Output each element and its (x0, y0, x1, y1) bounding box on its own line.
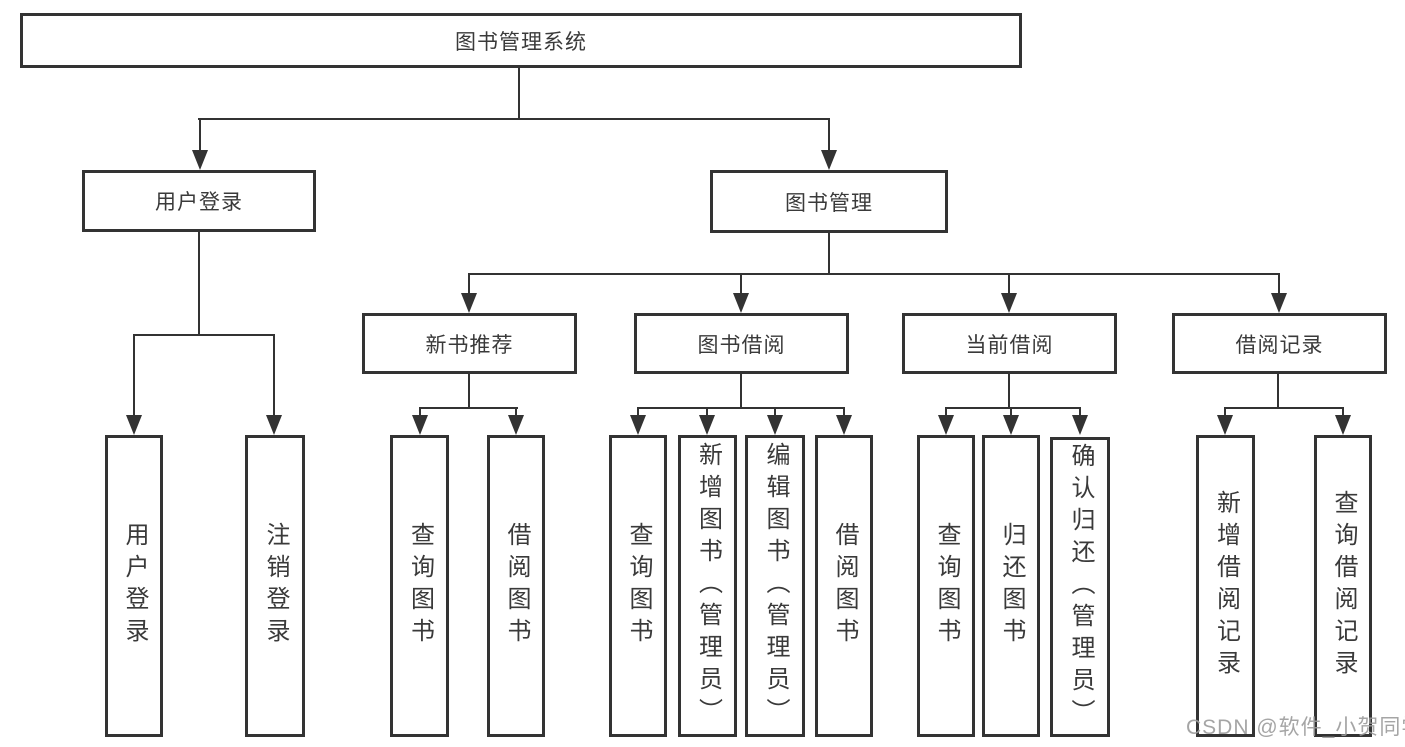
leaf-borrow-book-recommend: 借阅图书 (487, 435, 545, 737)
leaf-search-book-current: 查询图书 (917, 435, 975, 737)
connector-shaft (828, 118, 830, 154)
connector-stem (740, 374, 742, 409)
leaf-add-borrow-record: 新增借阅记录 (1196, 435, 1255, 737)
connector-stem (1008, 374, 1010, 409)
leaf-search-book-recommend: 查询图书 (390, 435, 449, 737)
connector-stem (828, 233, 830, 275)
connector-hline (945, 407, 1081, 409)
arrow-down-icon (821, 150, 837, 170)
leaf-label: 查询图书 (406, 522, 434, 650)
connector-shaft (1079, 407, 1081, 419)
arrow-down-icon (1271, 293, 1287, 313)
leaf-edit-book-admin: 编辑图书（管理员） (745, 435, 805, 737)
connector-hline (198, 118, 830, 120)
leaf-label: 查询图书 (933, 522, 960, 650)
leaf-label: 借阅图书 (831, 522, 858, 650)
connector-shaft (133, 334, 135, 418)
arrow-down-icon (767, 415, 783, 435)
node-label: 当前借阅 (965, 333, 1054, 357)
connector-shaft (1278, 273, 1280, 297)
node-current-borrowing: 当前借阅 (902, 313, 1117, 374)
connector-hline (469, 273, 1280, 275)
connector-shaft (1008, 273, 1010, 297)
arrow-down-icon (1217, 415, 1233, 435)
leaf-confirm-return-admin: 确认归还（管理员） (1050, 437, 1110, 737)
arrow-down-icon (1003, 415, 1019, 435)
connector-shaft (468, 273, 470, 297)
arrow-down-icon (266, 415, 282, 435)
node-label: 图书管理 (785, 191, 873, 215)
node-label: 图书管理系统 (455, 30, 587, 54)
leaf-label: 查询借阅记录 (1330, 490, 1357, 682)
connector-stem (518, 68, 520, 120)
arrow-down-icon (1001, 293, 1017, 313)
connector-hline (133, 334, 275, 336)
arrow-down-icon (938, 415, 954, 435)
connector-shaft (637, 407, 639, 419)
node-label: 新书推荐 (425, 333, 514, 357)
arrow-down-icon (508, 415, 524, 435)
connector-stem (468, 374, 470, 409)
connector-hline (1224, 407, 1344, 409)
node-borrow-records: 借阅记录 (1172, 313, 1387, 374)
connector-shaft (1010, 407, 1012, 419)
leaf-label: 新增图书（管理员） (694, 442, 722, 730)
leaf-borrow-book: 借阅图书 (815, 435, 873, 737)
leaf-label: 确认归还（管理员） (1067, 443, 1094, 731)
connector-shaft (706, 407, 708, 419)
connector-shaft (1224, 407, 1226, 419)
leaf-search-book-borrowing: 查询图书 (609, 435, 667, 737)
connector-shaft (199, 118, 201, 154)
node-user-login: 用户登录 (82, 170, 316, 232)
leaf-label: 借阅图书 (503, 522, 530, 650)
connector-shaft (843, 407, 845, 419)
arrow-down-icon (1335, 415, 1351, 435)
arrow-down-icon (1072, 415, 1088, 435)
csdn-watermark: CSDN @软件_小贺同学 (1186, 716, 1405, 739)
connector-shaft (1342, 407, 1344, 419)
arrow-down-icon (461, 293, 477, 313)
leaf-user-login: 用户登录 (105, 435, 163, 737)
arrow-down-icon (412, 415, 428, 435)
leaf-label: 用户登录 (121, 522, 148, 650)
connector-stem (1277, 374, 1279, 409)
leaf-return-book: 归还图书 (982, 435, 1040, 737)
connector-shaft (419, 407, 421, 419)
node-label: 图书借阅 (697, 333, 786, 357)
leaf-label: 注销登录 (262, 522, 289, 650)
connector-stem (198, 232, 200, 336)
connector-hline (419, 407, 518, 409)
node-library-system: 图书管理系统 (20, 13, 1022, 68)
connector-shaft (515, 407, 517, 419)
arrow-down-icon (126, 415, 142, 435)
arrow-down-icon (733, 293, 749, 313)
connector-shaft (945, 407, 947, 419)
node-label: 借阅记录 (1235, 333, 1324, 357)
node-book-management: 图书管理 (710, 170, 948, 233)
arrow-down-icon (699, 415, 715, 435)
node-book-borrowing: 图书借阅 (634, 313, 849, 374)
arrow-down-icon (836, 415, 852, 435)
node-new-book-recommend: 新书推荐 (362, 313, 577, 374)
connector-shaft (740, 273, 742, 297)
leaf-label: 归还图书 (998, 522, 1025, 650)
leaf-search-borrow-record: 查询借阅记录 (1314, 435, 1372, 737)
node-label: 用户登录 (155, 191, 243, 214)
connector-shaft (273, 334, 275, 418)
connector-hline (637, 407, 845, 409)
arrow-down-icon (192, 150, 208, 170)
leaf-label: 查询图书 (625, 522, 652, 650)
leaf-add-book-admin: 新增图书（管理员） (678, 435, 737, 737)
leaf-label: 新增借阅记录 (1212, 490, 1240, 682)
leaf-label: 编辑图书（管理员） (762, 442, 789, 730)
arrow-down-icon (630, 415, 646, 435)
connector-shaft (774, 407, 776, 419)
leaf-logout: 注销登录 (245, 435, 305, 737)
